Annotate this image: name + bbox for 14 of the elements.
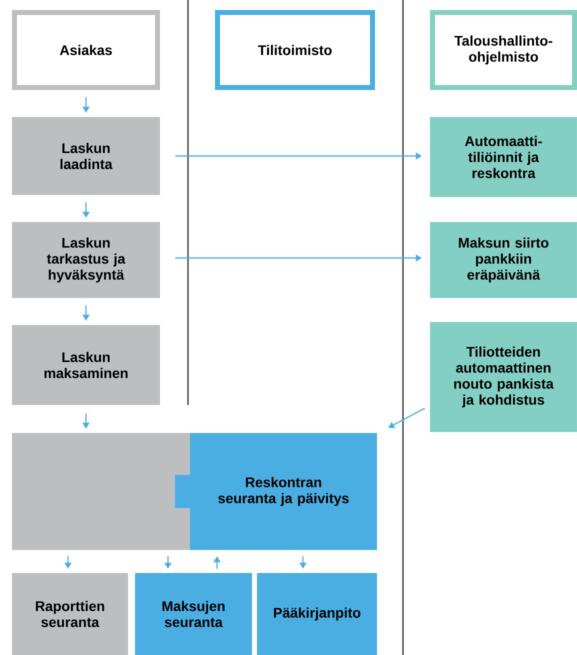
process-box: Laskun tarkastus ja hyväksyntä	[12, 222, 160, 298]
system-box: Automaatti-tiliöinnit ja reskontra	[430, 117, 577, 197]
system-box: Maksun siirto pankkiin eräpäivänä	[430, 222, 577, 298]
process-box: Pääkirjanpito	[257, 573, 377, 655]
process-box: Reskontran seuranta ja päivitys	[175, 433, 377, 550]
header-box: Asiakas	[12, 10, 160, 90]
process-box: Raporttien seuranta	[12, 573, 128, 655]
process-box: Laskun maksaminen	[12, 325, 160, 405]
process-box: Laskun laadinta	[12, 117, 160, 195]
process-box	[12, 433, 190, 550]
process-box: Maksujen seuranta	[135, 573, 252, 655]
system-box: Tiliotteiden automaattinen nouto pankista ja kohdistus	[430, 322, 577, 432]
header-box: Taloushallinto-ohjelmisto	[430, 10, 577, 90]
header-box: Tilitoimisto	[215, 10, 375, 90]
